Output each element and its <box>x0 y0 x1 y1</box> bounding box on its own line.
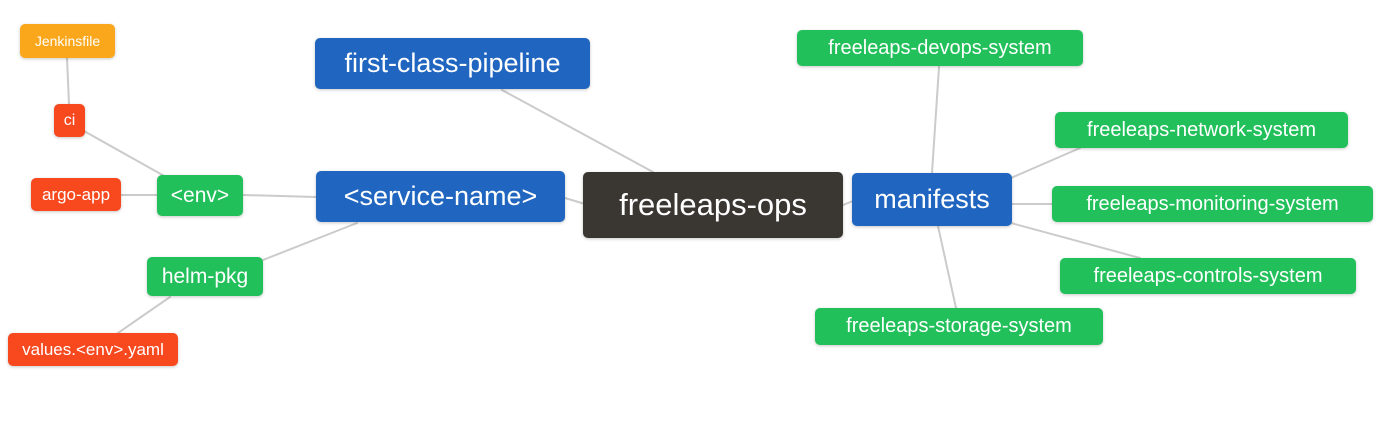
node-ci[interactable]: ci <box>54 104 85 137</box>
edge-service-name-helm-pkg <box>262 222 358 261</box>
edge-service-name-freeleaps-ops <box>564 197 586 205</box>
edge-freeleaps-ops-manifests <box>842 200 854 206</box>
node-freeleaps-ops-root[interactable]: freeleaps-ops <box>583 172 843 238</box>
edge-manifests-network <box>1010 147 1081 179</box>
node-manifests[interactable]: manifests <box>852 173 1012 226</box>
node-argo-app[interactable]: argo-app <box>31 178 121 211</box>
edge-pipeline-freeleaps-ops <box>501 89 654 173</box>
node-env[interactable]: <env> <box>157 175 243 216</box>
edge-helm-pkg-values-yaml <box>117 296 171 334</box>
node-service-name[interactable]: <service-name> <box>316 171 565 222</box>
node-freeleaps-storage-system[interactable]: freeleaps-storage-system <box>815 308 1103 345</box>
edge-ci-env <box>83 130 167 178</box>
edge-manifests-devops <box>931 66 940 174</box>
edge-manifests-storage <box>937 225 957 309</box>
edge-manifests-controls <box>1010 222 1141 259</box>
node-freeleaps-controls-system[interactable]: freeleaps-controls-system <box>1060 258 1356 294</box>
node-values-env-yaml[interactable]: values.<env>.yaml <box>8 333 178 366</box>
node-helm-pkg[interactable]: helm-pkg <box>147 257 263 296</box>
node-freeleaps-devops-system[interactable]: freeleaps-devops-system <box>797 30 1083 66</box>
node-first-class-pipeline[interactable]: first-class-pipeline <box>315 38 590 89</box>
node-freeleaps-network-system[interactable]: freeleaps-network-system <box>1055 112 1348 148</box>
edge-jenkinsfile-ci <box>66 57 70 105</box>
node-jenkinsfile[interactable]: Jenkinsfile <box>20 24 115 58</box>
node-freeleaps-monitoring-system[interactable]: freeleaps-monitoring-system <box>1052 186 1373 222</box>
edge-env-service-name <box>242 194 317 198</box>
